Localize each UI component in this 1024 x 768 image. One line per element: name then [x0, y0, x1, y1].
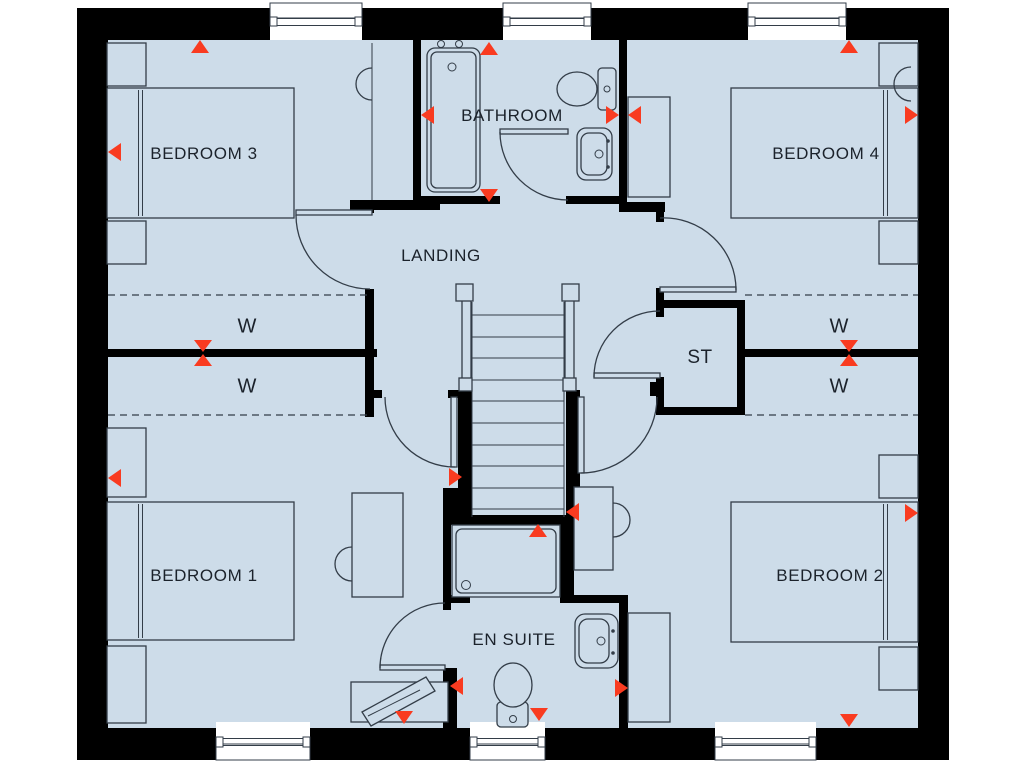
- bedside-table: [106, 427, 147, 498]
- sink: [574, 613, 619, 669]
- chair: [612, 502, 631, 538]
- arrow-right-icon: [905, 504, 918, 522]
- door-store: [593, 310, 661, 379]
- wardrobe-label: W: [829, 315, 849, 338]
- door-bedroom-3: [295, 209, 373, 290]
- toilet: [493, 662, 533, 728]
- door-en-suite: [379, 602, 446, 671]
- door-bathroom: [499, 128, 569, 201]
- bedside-table: [106, 42, 147, 87]
- room-label-landing: LANDING: [401, 246, 481, 265]
- arrow-left-icon: [421, 106, 434, 124]
- room-label-bathroom: BATHROOM: [461, 106, 563, 125]
- newel-post: [562, 377, 577, 392]
- arrow-right-icon: [905, 106, 918, 124]
- bedside-table: [878, 220, 919, 265]
- door-bedroom-2: [577, 396, 658, 474]
- chair: [893, 66, 912, 102]
- arrow-right-icon: [615, 679, 628, 697]
- stair-rail: [461, 299, 472, 383]
- arrow-left-icon: [450, 677, 463, 695]
- window-icon: [502, 2, 592, 40]
- windows: [215, 2, 847, 762]
- room-label-bedroom-4: BEDROOM 4: [772, 144, 880, 163]
- bedside-table: [878, 42, 919, 87]
- newel-post: [458, 377, 473, 392]
- wardrobe: [627, 612, 671, 723]
- arrow-down-icon: [480, 189, 498, 202]
- toilet: [556, 67, 617, 111]
- dressing-table-item: [361, 676, 436, 727]
- arrow-down-icon: [395, 711, 413, 724]
- newel-post: [561, 283, 580, 302]
- bowtie-marker-icon: [194, 354, 212, 366]
- wardrobe-zones: [108, 294, 918, 416]
- door-bedroom-1: [384, 396, 458, 468]
- interior-walls: [90, 40, 918, 728]
- bowtie-marker-icon: [840, 340, 858, 352]
- bathroom-fixtures: [426, 40, 617, 193]
- arrow-up-icon: [529, 524, 547, 537]
- arrow-right-icon: [449, 468, 462, 486]
- bedside-table: [106, 220, 147, 265]
- bedside-table: [106, 645, 147, 724]
- room-label-bedroom-1: BEDROOM 1: [150, 566, 258, 585]
- arrow-right-icon: [606, 106, 619, 124]
- bed: [730, 87, 919, 219]
- bowtie-marker-icon: [194, 340, 212, 352]
- room-label-en-suite: EN SUITE: [472, 630, 556, 649]
- arrow-down-icon: [840, 714, 858, 727]
- arrow-up-icon: [480, 42, 498, 55]
- window-icon: [269, 2, 363, 40]
- dimension-markers: [108, 40, 918, 727]
- bedroom-1-furniture: [106, 427, 449, 727]
- sink: [576, 127, 613, 181]
- wardrobe-label: W: [829, 375, 849, 398]
- cupboard-partition: [355, 43, 373, 200]
- bedroom-2-furniture: [573, 454, 919, 723]
- room-label-bedroom-3: BEDROOM 3: [150, 144, 258, 163]
- wardrobe-label: W: [237, 375, 257, 398]
- arrow-left-icon: [108, 143, 121, 161]
- doors: [295, 43, 737, 671]
- arrow-down-icon: [530, 708, 548, 721]
- window-icon: [714, 722, 817, 762]
- arrow-up-icon: [191, 40, 209, 53]
- bedside-table: [878, 646, 919, 691]
- window-icon: [215, 722, 311, 762]
- bedside-table: [878, 454, 919, 499]
- newel-post: [455, 283, 474, 302]
- stair-rail: [564, 299, 575, 383]
- room-label-bedroom-2: BEDROOM 2: [776, 566, 884, 585]
- wardrobe-label: W: [237, 315, 257, 338]
- bed: [730, 501, 919, 643]
- chair: [334, 546, 353, 582]
- staircase: [455, 283, 580, 517]
- window-icon: [469, 722, 546, 762]
- desk: [351, 492, 404, 598]
- window-icon: [747, 2, 847, 40]
- desk: [573, 486, 614, 571]
- room-label-store: ST: [687, 347, 713, 368]
- arrow-left-icon: [566, 503, 579, 521]
- arrow-left-icon: [108, 469, 121, 487]
- bowtie-marker-icon: [840, 354, 858, 366]
- door-bedroom-4: [659, 217, 737, 293]
- arrow-up-icon: [840, 40, 858, 53]
- bedroom-3-furniture: [106, 42, 295, 265]
- arrow-left-icon: [628, 106, 641, 124]
